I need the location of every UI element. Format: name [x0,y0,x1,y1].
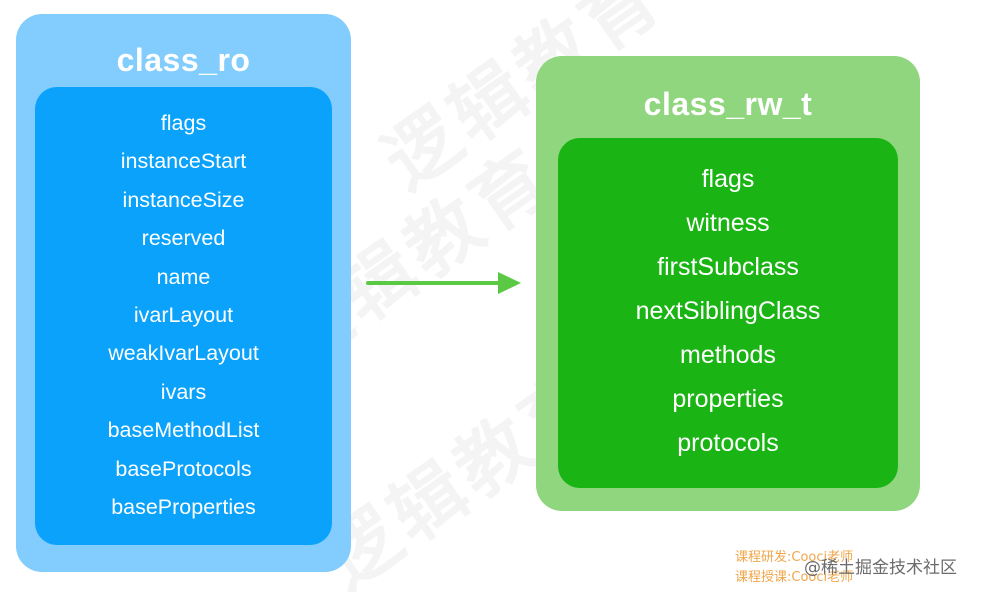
field-item: baseProperties [111,494,256,519]
field-item: witness [686,209,770,237]
class-ro-title: class_ro [116,42,251,78]
field-item: properties [672,385,784,413]
field-item: instanceStart [120,149,247,174]
class-rw-t-title: class_rw_t [643,86,813,122]
field-item: instanceSize [122,187,245,212]
field-item: firstSubclass [657,253,799,281]
class-ro-field-list: flags instanceStart instanceSize reserve… [35,106,332,528]
class-rw-t-field-list: flags witness firstSubclass nextSiblingC… [558,160,898,468]
field-item: baseProtocols [115,456,252,481]
site-watermark: @稀土掘金技术社区 [804,558,957,578]
field-item: name [156,264,211,289]
field-item: nextSiblingClass [635,297,821,325]
field-item: weakIvarLayout [108,341,259,366]
field-item: methods [680,341,776,369]
field-item: reserved [141,226,226,251]
class-ro-field-panel [35,87,332,545]
field-item: flags [701,165,755,193]
field-item: ivarLayout [133,302,234,327]
credit-line: 课程授课:Cooci老师 [735,570,854,585]
field-item: protocols [677,429,779,457]
class-rw-t-field-panel [558,138,898,488]
field-item: flags [160,111,207,135]
field-item: ivars [160,379,207,404]
credit-line: 课程研发:Cooci老师 [735,550,854,565]
field-item: baseMethodList [107,418,260,443]
right-arrow-icon [366,272,521,294]
